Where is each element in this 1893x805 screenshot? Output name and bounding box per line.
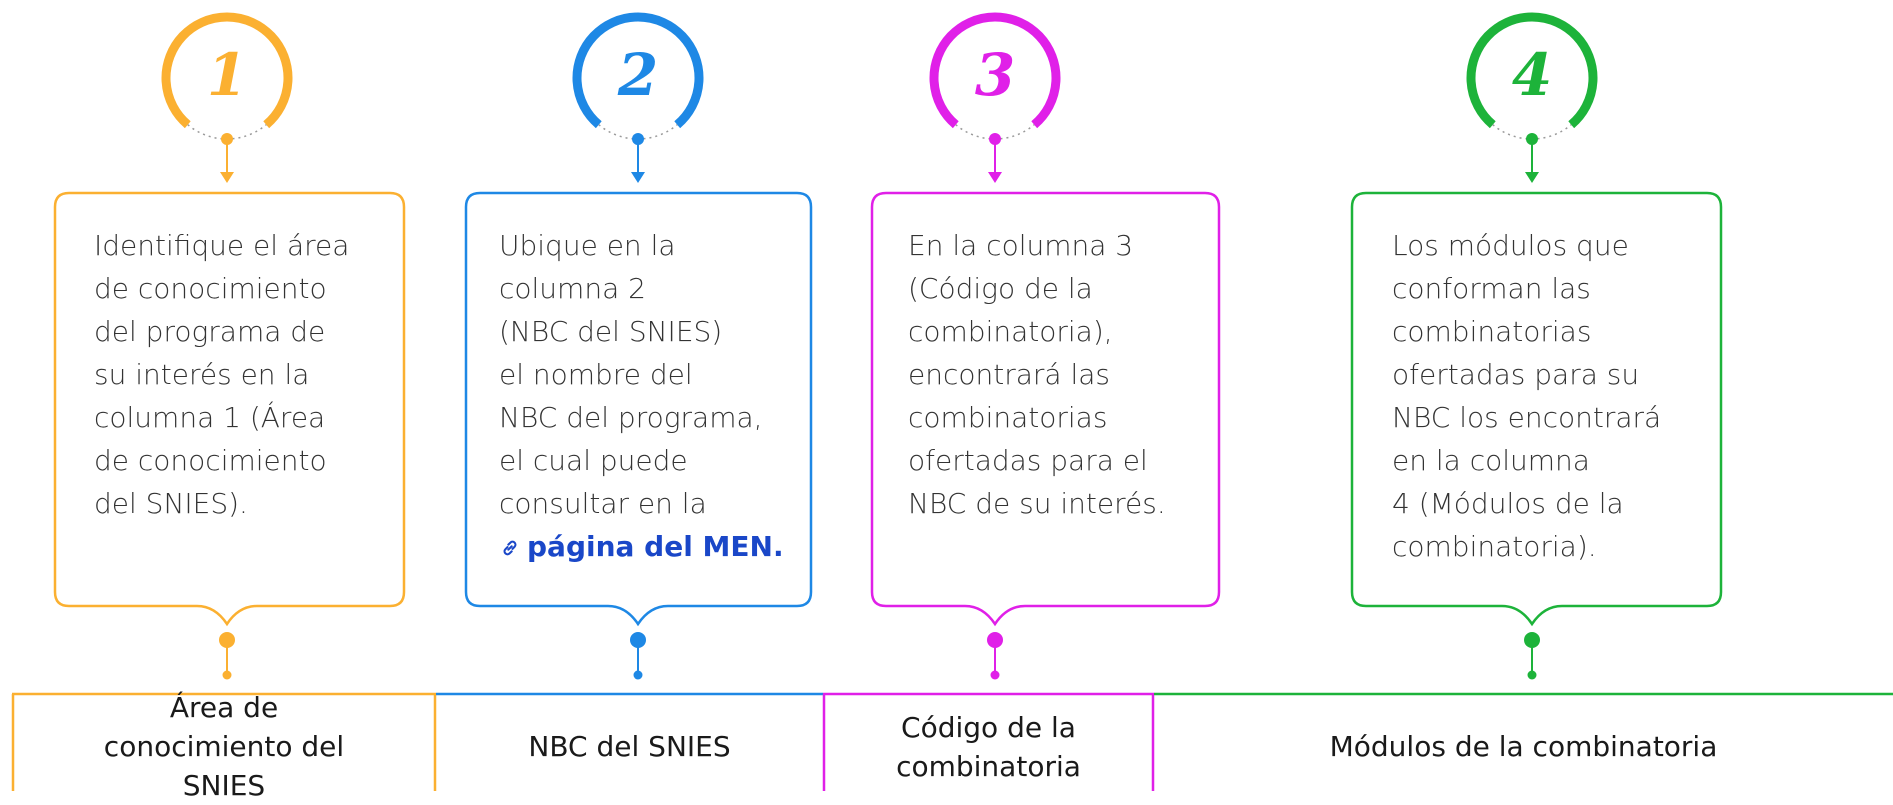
step-4-text-line: NBC los encontrará bbox=[1392, 401, 1662, 434]
step-4-text-line: ofertadas para su bbox=[1392, 358, 1640, 391]
step-4-card bbox=[1350, 191, 1723, 627]
step-2-text-line: el nombre del bbox=[499, 358, 693, 391]
step-2-arrow-head bbox=[631, 172, 645, 183]
step-3-ring bbox=[929, 12, 1061, 129]
step-4-text-line: 4 (Módulos de la bbox=[1392, 487, 1624, 520]
step-2-text-line: NBC del programa, bbox=[499, 401, 763, 434]
step-3-text-line: ofertadas para el bbox=[908, 444, 1148, 477]
step-2-small-dot bbox=[633, 670, 643, 680]
step-1-text-line: del programa de bbox=[94, 315, 326, 348]
step-1-card bbox=[53, 191, 406, 627]
step-3-text-line: encontrará las bbox=[908, 358, 1110, 391]
step-1-text: Identifique el área de conocimiento del pr… bbox=[94, 224, 349, 525]
step-1-text-line: de conocimiento bbox=[94, 444, 327, 477]
men-page-link[interactable]: página del MEN. bbox=[499, 525, 784, 568]
step-1-small-dot bbox=[222, 670, 232, 680]
step-2-text-line: (NBC del SNIES) bbox=[499, 315, 723, 348]
step-4-small-dot bbox=[1527, 670, 1537, 680]
step-4-text-line: Los módulos que bbox=[1392, 229, 1629, 262]
step-4-ring bbox=[1466, 12, 1598, 129]
men-page-link-label: página del MEN. bbox=[527, 530, 784, 563]
step-2-text-line: el cual puede bbox=[499, 444, 688, 477]
step-3-text-line: combinatoria), bbox=[908, 315, 1113, 348]
step-1-text-line: columna 1 (Área bbox=[94, 401, 326, 434]
step-3-number: 3 bbox=[974, 41, 1016, 109]
step-2-text: Ubique en la columna 2 (NBC del SNIES) el n… bbox=[499, 224, 784, 568]
step-4-text-line: combinatoria). bbox=[1392, 530, 1597, 563]
step-1-text-line: su interés en la bbox=[94, 358, 310, 391]
column-header-2: NBC del SNIES bbox=[528, 730, 731, 763]
step-2-ring bbox=[572, 12, 704, 129]
step-2-text-line: consultar en la bbox=[499, 487, 707, 520]
column-header-3: Código de la combinatoria bbox=[896, 710, 1081, 783]
step-2-text-line: Ubique en la bbox=[499, 229, 676, 262]
column-header-4: Módulos de la combinatoria bbox=[1329, 730, 1718, 763]
step-1-text-line: de conocimiento bbox=[94, 272, 327, 305]
step-3-arrow-head bbox=[988, 172, 1002, 183]
step-4-text-line: conforman las bbox=[1392, 272, 1591, 305]
column-header-1: Área de conocimiento del SNIES bbox=[103, 691, 345, 802]
step-3-text-line: combinatorias bbox=[908, 401, 1108, 434]
step-3-text: En la columna 3 (Código de la combinatoria… bbox=[908, 224, 1166, 525]
step-4-number: 4 bbox=[1511, 41, 1553, 109]
step-1-arrow-head bbox=[220, 172, 234, 183]
step-4-text-line: en la columna bbox=[1392, 444, 1590, 477]
step-3-text-line: (Código de la bbox=[908, 272, 1093, 305]
step-2-text-line: columna 2 bbox=[499, 272, 646, 305]
step-3-card bbox=[870, 191, 1221, 627]
step-3-text-line: En la columna 3 bbox=[908, 229, 1134, 262]
step-1-text-line: del SNIES). bbox=[94, 487, 248, 520]
step-4-text: Los módulos que conforman las combinatoria… bbox=[1392, 224, 1661, 568]
step-3-small-dot bbox=[990, 670, 1000, 680]
step-1-number: 1 bbox=[206, 41, 248, 109]
link-icon bbox=[503, 540, 517, 556]
step-3-text-line: NBC de su interés. bbox=[908, 487, 1166, 520]
step-1-ring bbox=[161, 12, 293, 129]
step-2-number: 2 bbox=[617, 41, 659, 109]
step-2-card bbox=[464, 191, 813, 627]
step-1-text-line: Identifique el área bbox=[94, 229, 350, 262]
step-4-text-line: combinatorias bbox=[1392, 315, 1592, 348]
step-4-arrow-head bbox=[1525, 172, 1539, 183]
